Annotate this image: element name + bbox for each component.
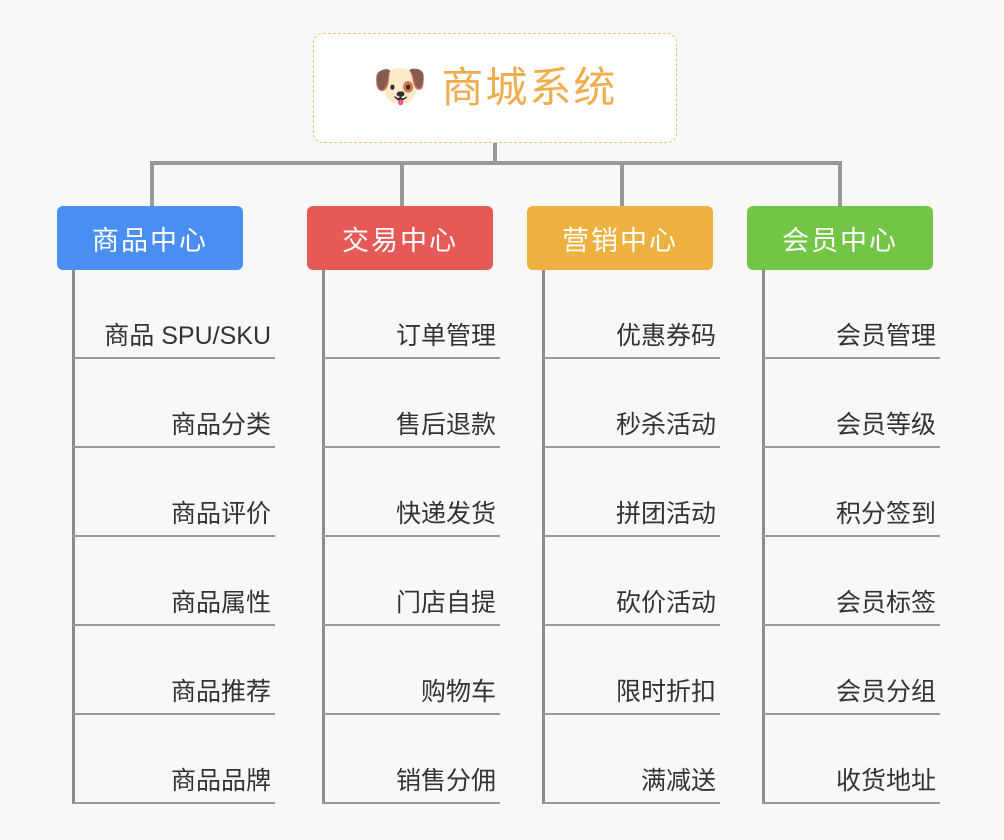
branch-spine-3 <box>542 270 545 804</box>
leaf-item[interactable]: 门店自提 <box>323 537 500 626</box>
leaf-item[interactable]: 满减送 <box>543 715 720 804</box>
leaf-list-3: 优惠券码 秒杀活动 拼团活动 砍价活动 限时折扣 满减送 <box>543 270 720 804</box>
leaf-item-label: 商品分类 <box>170 410 271 439</box>
leaf-item-label: 砍价活动 <box>615 588 716 617</box>
leaf-item[interactable]: 购物车 <box>323 626 500 715</box>
branch-spine-4 <box>762 270 765 804</box>
branch-column-2: 交易中心 订单管理 售后退款 快递发货 门店自提 购物车 销售分佣 <box>307 206 500 804</box>
leaf-item-label: 会员分组 <box>835 677 936 706</box>
branch-header-3[interactable]: 营销中心 <box>527 206 713 270</box>
connector-drop-1 <box>150 161 154 208</box>
branch-header-label: 会员中心 <box>782 225 898 256</box>
shiba-dog-face-icon: 🐶 <box>372 62 428 111</box>
connector-drop-2 <box>400 161 404 208</box>
leaf-item-label: 商品属性 <box>170 588 271 617</box>
leaf-item[interactable]: 会员分组 <box>763 626 940 715</box>
leaf-item-label: 购物车 <box>420 677 496 706</box>
branch-header-label: 交易中心 <box>342 225 458 256</box>
connector-root-stub <box>493 143 497 163</box>
leaf-item[interactable]: 商品 SPU/SKU <box>73 270 275 359</box>
branch-spine-2 <box>322 270 325 804</box>
branch-column-4: 会员中心 会员管理 会员等级 积分签到 会员标签 会员分组 收货地址 <box>747 206 940 804</box>
branch-header-label: 营销中心 <box>562 225 678 256</box>
branch-header-4[interactable]: 会员中心 <box>747 206 933 270</box>
leaf-list-2: 订单管理 售后退款 快递发货 门店自提 购物车 销售分佣 <box>323 270 500 804</box>
leaf-list-1: 商品 SPU/SKU 商品分类 商品评价 商品属性 商品推荐 商品品牌 <box>73 270 275 804</box>
leaf-item-label: 会员标签 <box>835 588 936 617</box>
leaf-item-label: 快递发货 <box>395 499 496 528</box>
leaf-item[interactable]: 商品分类 <box>73 359 275 448</box>
leaf-item[interactable]: 优惠券码 <box>543 270 720 359</box>
branch-column-1: 商品中心 商品 SPU/SKU 商品分类 商品评价 商品属性 商品推荐 商品品牌 <box>57 206 275 804</box>
leaf-item-label: 优惠券码 <box>615 321 716 350</box>
leaf-item[interactable]: 商品推荐 <box>73 626 275 715</box>
connector-bus <box>150 161 842 165</box>
leaf-item[interactable]: 积分签到 <box>763 448 940 537</box>
leaf-item-label: 限时折扣 <box>615 677 716 706</box>
leaf-item-label: 商品 SPU/SKU <box>104 321 271 350</box>
leaf-item-label: 拼团活动 <box>615 499 716 528</box>
leaf-item[interactable]: 会员管理 <box>763 270 940 359</box>
branch-header-1[interactable]: 商品中心 <box>57 206 243 270</box>
leaf-item-label: 会员管理 <box>835 321 936 350</box>
leaf-item[interactable]: 商品属性 <box>73 537 275 626</box>
leaf-item-label: 会员等级 <box>835 410 936 439</box>
leaf-item-label: 秒杀活动 <box>615 410 716 439</box>
leaf-item[interactable]: 销售分佣 <box>323 715 500 804</box>
leaf-item[interactable]: 秒杀活动 <box>543 359 720 448</box>
leaf-item[interactable]: 商品评价 <box>73 448 275 537</box>
leaf-item[interactable]: 订单管理 <box>323 270 500 359</box>
leaf-item-label: 门店自提 <box>395 588 496 617</box>
leaf-item[interactable]: 砍价活动 <box>543 537 720 626</box>
leaf-list-4: 会员管理 会员等级 积分签到 会员标签 会员分组 收货地址 <box>763 270 940 804</box>
leaf-item[interactable]: 限时折扣 <box>543 626 720 715</box>
connector-drop-3 <box>620 161 624 208</box>
leaf-item[interactable]: 会员等级 <box>763 359 940 448</box>
connector-drop-4 <box>838 161 842 208</box>
root-node-label: 商城系统 <box>441 64 618 111</box>
leaf-item[interactable]: 会员标签 <box>763 537 940 626</box>
leaf-item-label: 订单管理 <box>395 321 496 350</box>
leaf-item-label: 积分签到 <box>835 499 936 528</box>
leaf-item[interactable]: 拼团活动 <box>543 448 720 537</box>
branch-header-label: 商品中心 <box>92 225 208 256</box>
leaf-item[interactable]: 商品品牌 <box>73 715 275 804</box>
leaf-item-label: 商品评价 <box>170 499 271 528</box>
leaf-item-label: 满减送 <box>640 766 716 795</box>
leaf-item[interactable]: 售后退款 <box>323 359 500 448</box>
leaf-item[interactable]: 快递发货 <box>323 448 500 537</box>
leaf-item[interactable]: 收货地址 <box>763 715 940 804</box>
root-node[interactable]: 🐶 商城系统 <box>313 33 677 143</box>
leaf-item-label: 售后退款 <box>395 410 496 439</box>
branch-header-2[interactable]: 交易中心 <box>307 206 493 270</box>
leaf-item-label: 销售分佣 <box>395 766 496 795</box>
branch-column-3: 营销中心 优惠券码 秒杀活动 拼团活动 砍价活动 限时折扣 满减送 <box>527 206 720 804</box>
branch-spine-1 <box>72 270 75 804</box>
leaf-item-label: 商品品牌 <box>170 766 271 795</box>
leaf-item-label: 商品推荐 <box>170 677 271 706</box>
leaf-item-label: 收货地址 <box>835 766 936 795</box>
